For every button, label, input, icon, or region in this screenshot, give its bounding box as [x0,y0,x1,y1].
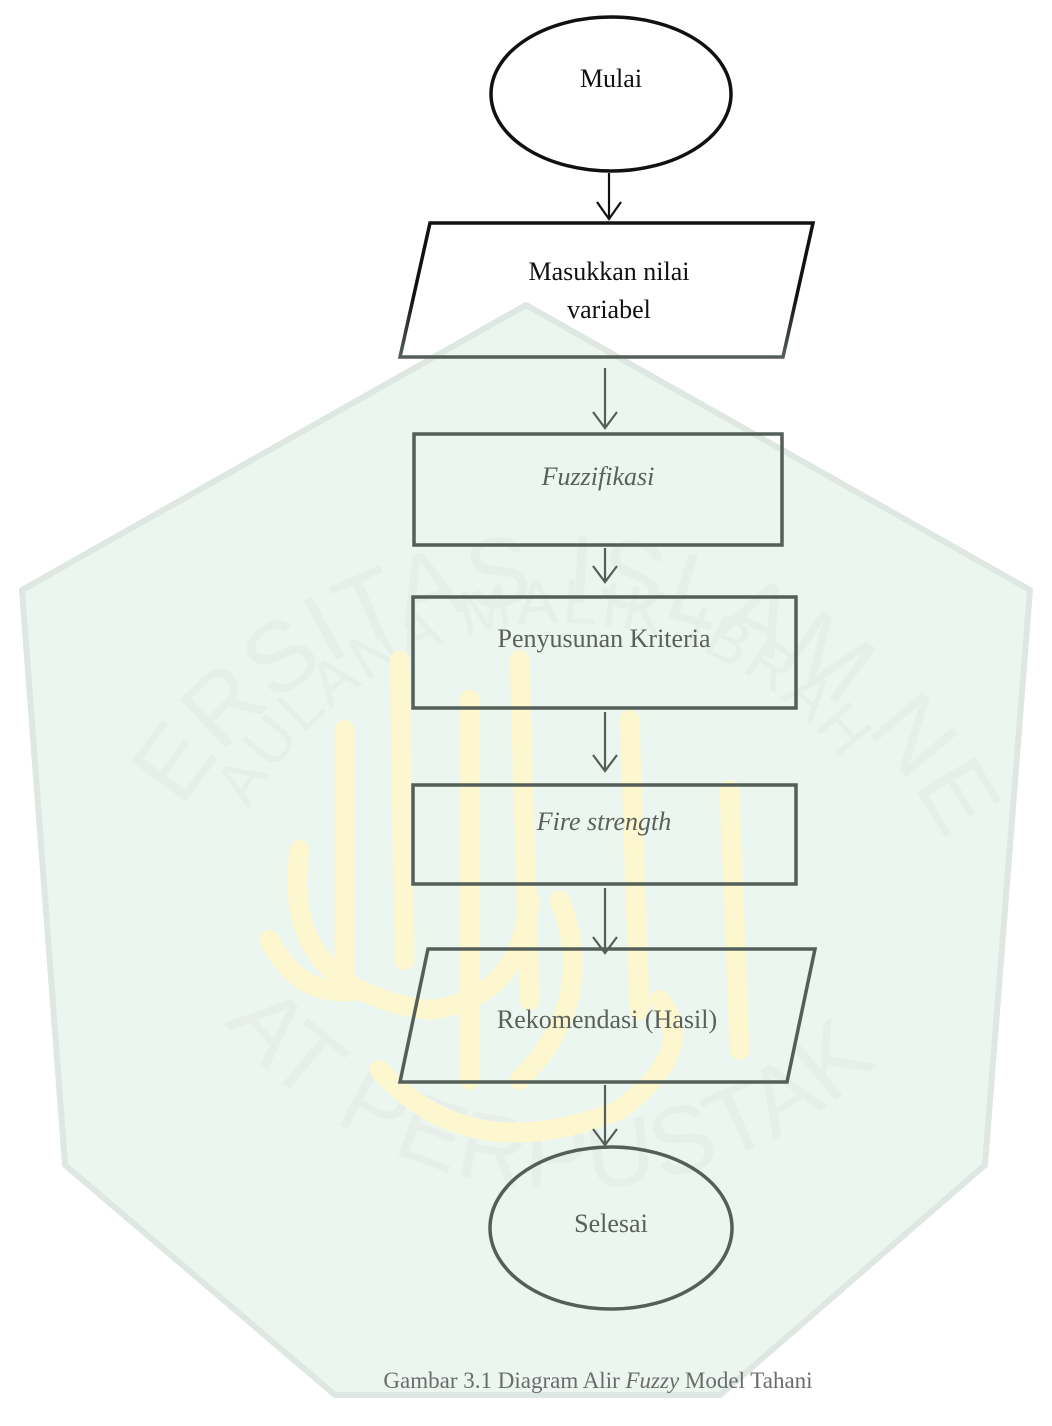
arrow-start-to-input [596,173,622,221]
recommendation-parallelogram [397,947,818,1084]
criteria-process: Penyusunan Kriteria [411,595,798,710]
end-terminator: Selesai [488,1145,734,1311]
recommendation-label: Rekomendasi (Hasil) [497,1005,717,1034]
arrows [592,173,622,1147]
figure-caption: Gambar 3.1 Diagram Alir Fuzzy Model Taha… [0,1368,1052,1394]
fuzzification-label: Fuzzifikasi [541,462,655,491]
criteria-box [411,595,798,710]
fuzzification-box [412,432,784,547]
fire-strength-box [411,783,798,886]
input-label-line1: Masukkan nilai [528,257,689,286]
caption-suffix: Model Tahani [679,1368,813,1393]
watermark-calligraphy [260,650,750,1143]
arrow-input-to-fuzzification [592,368,618,430]
arrow-fuzzification-to-criteria [592,548,618,584]
end-ellipse [488,1145,734,1311]
arrow-fire-strength-to-recommendation [592,888,618,955]
criteria-label: Penyusunan Kriteria [497,624,710,653]
arrow-recommendation-to-end [592,1085,618,1147]
input-label-line2: variabel [567,295,651,324]
arrow-criteria-to-fire-strength [592,712,618,773]
fire-strength-label: Fire strength [536,807,672,836]
start-label: Mulai [580,64,642,93]
fire-strength-process: Fire strength [411,783,798,886]
input-data-shape: Masukkan nilai variabel [397,221,816,359]
end-label: Selesai [574,1209,648,1238]
caption-emphasis: Fuzzy [625,1368,680,1393]
input-parallelogram [397,221,816,359]
recommendation-data-shape: Rekomendasi (Hasil) [397,947,818,1084]
fuzzification-process: Fuzzifikasi [412,432,784,547]
start-terminator: Mulai [489,15,733,173]
caption-prefix: Gambar 3.1 Diagram Alir [383,1368,626,1393]
start-ellipse [489,15,733,173]
watermark: UNIVERSITAS ISLAM NEGERI MAULANA MALIK I… [0,0,1033,1398]
